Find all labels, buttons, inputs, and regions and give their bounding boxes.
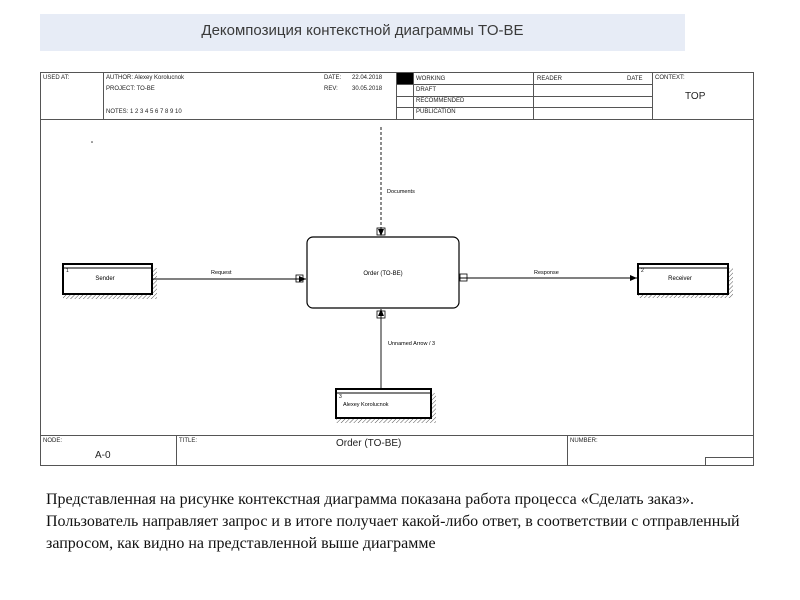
header-bottom-line [40, 119, 754, 120]
response-label: Response [534, 270, 559, 276]
status-draft: DRAFT [416, 87, 436, 93]
working-marker [397, 73, 413, 84]
title-label: TITLE: [179, 438, 198, 444]
status-publication: PUBLICATION [416, 109, 456, 115]
documents-label: Documents [387, 189, 415, 195]
status-row-line-1 [396, 84, 652, 85]
context-value: TOP [685, 91, 706, 102]
project-label: PROJECT: TO-BE [106, 86, 155, 92]
status-row-line-3 [396, 107, 652, 108]
header-divider-2 [396, 72, 397, 119]
unnamed-label: Unnamed Arrow / 3 [388, 341, 435, 347]
footer-top-line [40, 435, 754, 436]
slide-caption: Представленная на рисунке контекстная ди… [46, 491, 740, 552]
stray-dot [91, 141, 93, 143]
header-divider-1 [103, 72, 104, 119]
receiver-box [637, 263, 729, 295]
status-working: WORKING [416, 76, 446, 82]
number-label: NUMBER: [570, 438, 598, 444]
date-value: 22.04.2018 [352, 75, 383, 81]
rev-label: REV: [324, 86, 338, 92]
receiver-label: Receiver [668, 276, 692, 282]
sender-box [62, 263, 153, 295]
reader-date-label: DATE [627, 76, 643, 82]
documents-arrowhead [378, 229, 384, 236]
header-divider-5 [652, 72, 653, 119]
used-at-label: USED AT: [43, 75, 70, 81]
process-box-label: Order (TO-BE) [363, 271, 402, 277]
receiver-number: 2 [641, 268, 644, 274]
documents-tunnel-mark [376, 227, 386, 236]
response-tunnel-mark [459, 273, 468, 282]
slide-title: Декомпозиция контекстной диаграммы TO-BE [201, 22, 524, 39]
status-row-line-2 [396, 96, 652, 97]
person-label: Alexey Korolucnok [343, 402, 389, 408]
unnamed-arrowhead [378, 309, 384, 316]
notes-label: NOTES: 1 2 3 4 5 6 7 8 9 10 [106, 109, 182, 115]
node-label: NODE: [43, 438, 63, 444]
page-corner-box [705, 457, 754, 466]
slide-banner: Декомпозиция контекстной диаграммы TO-BE [40, 14, 685, 51]
request-label: Request [211, 270, 232, 276]
process-box [306, 236, 460, 309]
date-label: DATE: [324, 75, 342, 81]
response-arrowhead [630, 275, 637, 281]
diagram-frame [40, 72, 754, 466]
node-value: A-0 [95, 450, 111, 461]
rev-value: 30.05.2018 [352, 86, 383, 92]
request-arrowhead [299, 276, 306, 282]
author-label: AUTHOR: Alexey Korolucnok [106, 75, 185, 81]
reader-label: READER [537, 76, 563, 82]
status-recommended: RECOMMENDED [416, 98, 465, 104]
unnamed-tunnel-mark [376, 310, 386, 319]
context-label: CONTEXT: [655, 75, 685, 81]
footer-divider-1 [176, 435, 177, 466]
sender-label: Sender [95, 276, 114, 282]
person-box [335, 388, 432, 419]
title-value: Order (TO-BE) [336, 438, 402, 449]
person-number: 3 [339, 394, 342, 400]
footer-divider-2 [567, 435, 568, 466]
request-tunnel-mark [295, 274, 304, 283]
header-divider-3 [413, 72, 414, 119]
header-divider-4 [533, 72, 534, 119]
sender-number: 1 [66, 268, 69, 274]
